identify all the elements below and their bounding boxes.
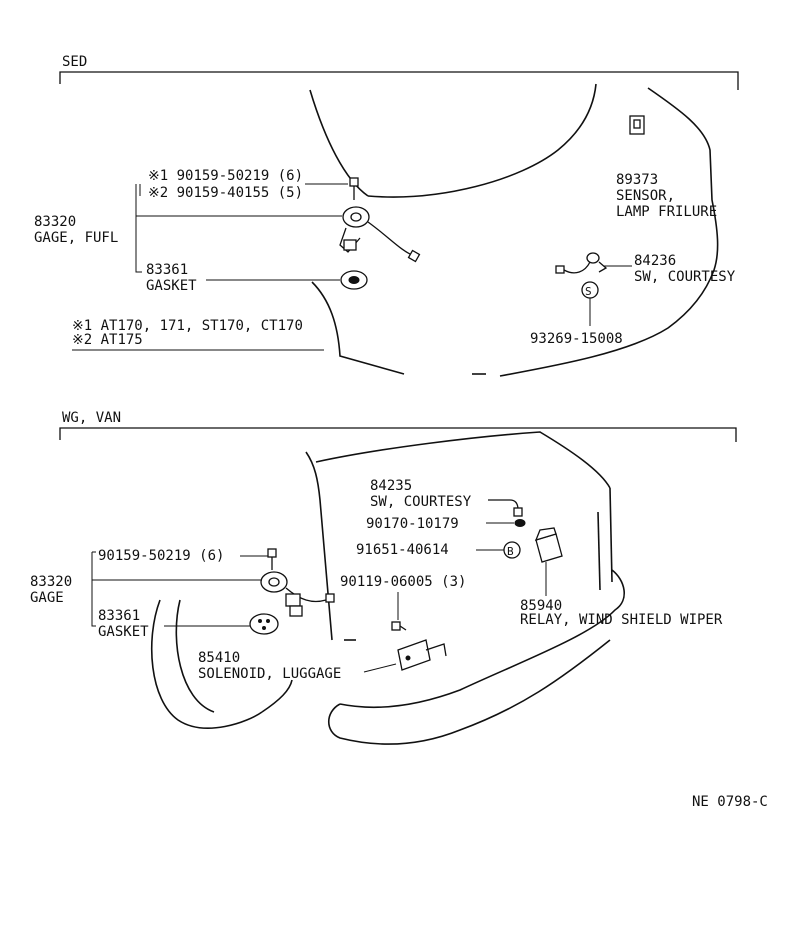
wg-van-relay-number: 85940: [520, 598, 562, 614]
sed-switch-number: 84236: [634, 253, 676, 269]
sed-gasket: [340, 270, 368, 290]
wg-van-fuel-gage: [260, 548, 335, 617]
wg-van-solenoid-leader: [363, 663, 397, 673]
sed-section: SED ※1 90159-50219 (6) ※2: [34, 54, 739, 377]
wg-van-courtesy-switch: [488, 499, 523, 517]
wg-van-relay: [534, 527, 563, 563]
wg-van-40614-label: 91651-40614: [356, 542, 449, 558]
sed-gage-number: 83320: [34, 214, 76, 230]
sed-screw1-label: ※1 90159-50219 (6): [148, 168, 303, 184]
wg-van-10179-part: [514, 519, 526, 527]
sed-sensor-name1: SENSOR,: [616, 188, 675, 204]
wg-van-gasket-number: 83361: [98, 608, 140, 624]
wg-van-10179-label: 90170-10179: [366, 516, 459, 532]
wg-van-gasket-name: GASKET: [98, 624, 149, 640]
sed-gage-name: GAGE, FUFL: [34, 230, 118, 246]
sed-sensor-number: 89373: [616, 172, 658, 188]
wg-van-screw-label: 90159-50219 (6): [98, 548, 224, 564]
figure-code: NE 0798-C: [692, 794, 768, 810]
sed-note1: ※1 AT170, 171, ST170, CT170: [72, 318, 303, 334]
sed-bracket: [59, 71, 739, 90]
sed-note2: ※2 AT175: [72, 332, 143, 348]
wg-van-bracket: [59, 427, 737, 442]
sed-screw2-label: ※2 90159-40155 (5): [148, 185, 303, 201]
wg-van-gage-bracket: [91, 552, 96, 627]
sed-body-outline: [309, 83, 719, 377]
sed-switch-name: SW, COURTESY: [634, 269, 736, 285]
wg-van-body-outline: [150, 431, 625, 745]
wg-van-solenoid-number: 85410: [198, 650, 240, 666]
wg-van-title: WG, VAN: [62, 410, 121, 426]
wg-van-relay-name: RELAY, WIND SHIELD WIPER: [520, 612, 723, 628]
wg-van-gage-name: GAGE: [30, 590, 64, 606]
wg-van-gasket: [249, 613, 279, 635]
sed-title: SED: [62, 54, 87, 70]
wg-van-section: WG, VAN 84235 SW, COURTESY 90170-10179 B…: [30, 410, 737, 745]
wg-van-solenoid: [397, 639, 447, 671]
wg-van-b-mark-letter: B: [507, 545, 514, 558]
wg-van-bolt: [391, 621, 407, 631]
wg-van-gage-number: 83320: [30, 574, 72, 590]
wg-van-switch-number: 84235: [370, 478, 412, 494]
sed-s-part: 93269-15008: [530, 331, 623, 347]
sed-sensor: [629, 115, 645, 135]
sed-courtesy-switch: [555, 252, 608, 274]
wg-van-switch-name: SW, COURTESY: [370, 494, 472, 510]
wg-van-bolt-label: 90119-06005 (3): [340, 574, 466, 590]
sed-fuel-gage: [339, 177, 421, 263]
sed-s-mark-letter: S: [585, 285, 592, 298]
sed-gage-bracket: [135, 184, 142, 273]
sed-sensor-name2: LAMP FRILURE: [616, 204, 717, 220]
sed-gasket-number: 83361: [146, 262, 188, 278]
sed-gasket-name: GASKET: [146, 278, 197, 294]
wg-van-solenoid-name: SOLENOID, LUGGAGE: [198, 666, 341, 682]
